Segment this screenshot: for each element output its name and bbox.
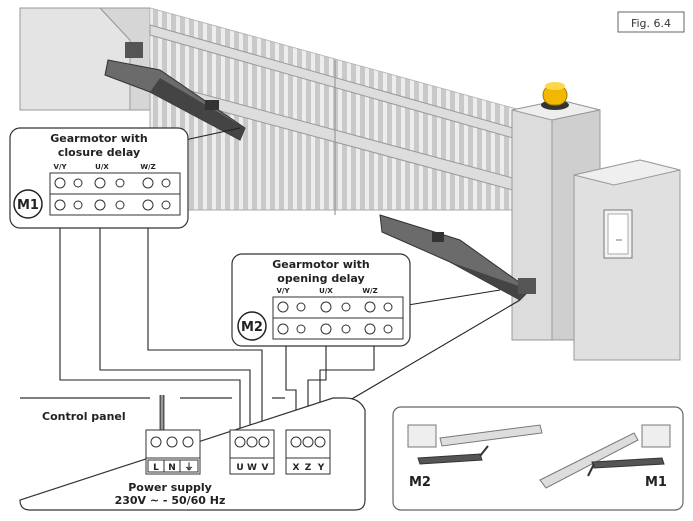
motor2-title-line1: Gearmotor with [272,258,369,271]
motor1-pin-label-2: U/X [95,163,109,171]
gearmotor-m2-actuator [379,214,536,301]
motor2-badge: M2 [237,311,267,341]
terminal-y: Y [317,463,325,473]
figure-label-text: Fig. 6.4 [631,17,671,30]
power-terminal-block: L N ⏚ [145,429,201,475]
gate-illustration [19,7,681,361]
flashing-lamp-icon [541,82,569,110]
motor2-pin-label-2: U/X [319,287,333,295]
motor1-pin-label-1: V/Y [53,163,67,171]
motor2-panel: Gearmotor with opening delay V/Y U/X W/Z… [231,253,411,347]
figure-label: Fig. 6.4 [617,11,685,33]
terminal-z: Z [305,463,312,473]
power-supply-label: Power supply [128,481,212,494]
terminal-v: V [262,463,269,473]
terminal-x: X [293,463,300,473]
motor-terminal-block-a: U W V [229,429,275,475]
motor2-terminal-strip [272,296,404,340]
motor1-panel: Gearmotor with closure delay V/Y U/X W/Z… [9,127,189,229]
inset-top-view: M2 M1 [392,406,684,511]
motor1-badge-text: M1 [17,198,39,213]
motor1-terminal-strip [49,172,181,216]
control-box-icon [603,209,633,259]
motor2-pin-label-3: W/Z [362,287,377,295]
power-terminal-l: L [153,463,159,473]
motor1-badge: M1 [13,189,43,219]
power-terminal-n: N [168,463,176,473]
motor-terminal-block-b: X Z Y [285,429,331,475]
inset-m2-illustration: M2 [407,424,543,490]
motor2-pin-label-1: V/Y [276,287,290,295]
motor1-pin-label-3: W/Z [140,163,155,171]
inset-label-m1: M1 [645,475,667,490]
terminal-w: W [247,463,257,473]
terminal-u: U [236,463,243,473]
power-supply-voltage: 230V ~ - 50/60 Hz [115,494,226,507]
power-terminal-ground: ⏚ [184,462,193,473]
control-panel: Control panel L N ⏚ U W V [19,397,366,511]
motor1-title-line2: closure delay [58,146,140,159]
control-panel-title: Control panel [42,410,126,423]
inset-m1-illustration: M1 [539,424,671,490]
motor2-title-line2: opening delay [277,272,364,285]
inset-label-m2: M2 [409,475,431,490]
motor1-title-line1: Gearmotor with [50,132,147,145]
motor2-badge-text: M2 [241,320,263,335]
gearmotor-m1-actuator [104,42,246,141]
